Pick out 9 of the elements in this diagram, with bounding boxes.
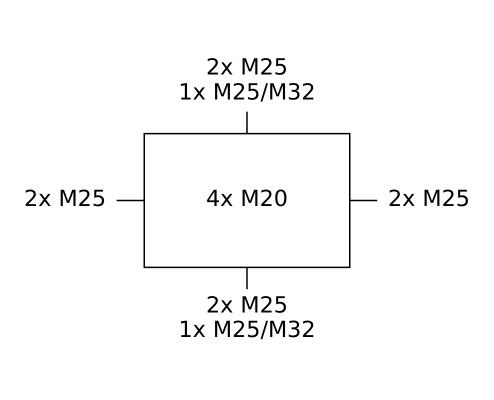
- node-text: 2x M25 1x M25/M32: [178, 292, 316, 343]
- connector: [246, 111, 248, 133]
- node-text: 2x M25: [24, 185, 106, 212]
- node-box: 4x M20: [144, 132, 350, 268]
- node-text: 2x M25: [388, 185, 470, 212]
- connector: [350, 199, 378, 201]
- connector: [246, 266, 248, 289]
- connector: [116, 199, 144, 201]
- node-text: 2x M25 1x M25/M32: [178, 54, 316, 105]
